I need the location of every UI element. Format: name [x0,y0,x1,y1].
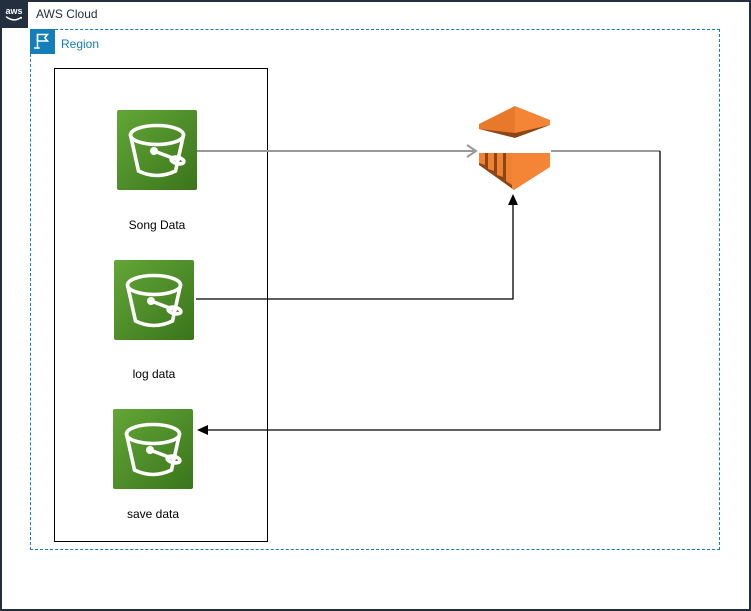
s3-bucket-icon-song-data[interactable] [117,110,197,190]
node-label-save-data: save data [126,507,180,521]
node-label-song-data: Song Data [128,218,186,232]
redshift-icon[interactable] [478,106,551,190]
s3-bucket-icon-save-data[interactable] [113,409,193,489]
svg-text:aws: aws [5,6,22,16]
aws-logo-icon: aws [0,0,28,28]
region-container [30,29,720,550]
region-label: Region [61,37,100,51]
s3-bucket-icon-log-data[interactable] [114,260,194,340]
node-label-log-data: log data [132,367,176,381]
region-flag-icon [30,29,55,54]
aws-cloud-label: AWS Cloud [36,7,98,21]
